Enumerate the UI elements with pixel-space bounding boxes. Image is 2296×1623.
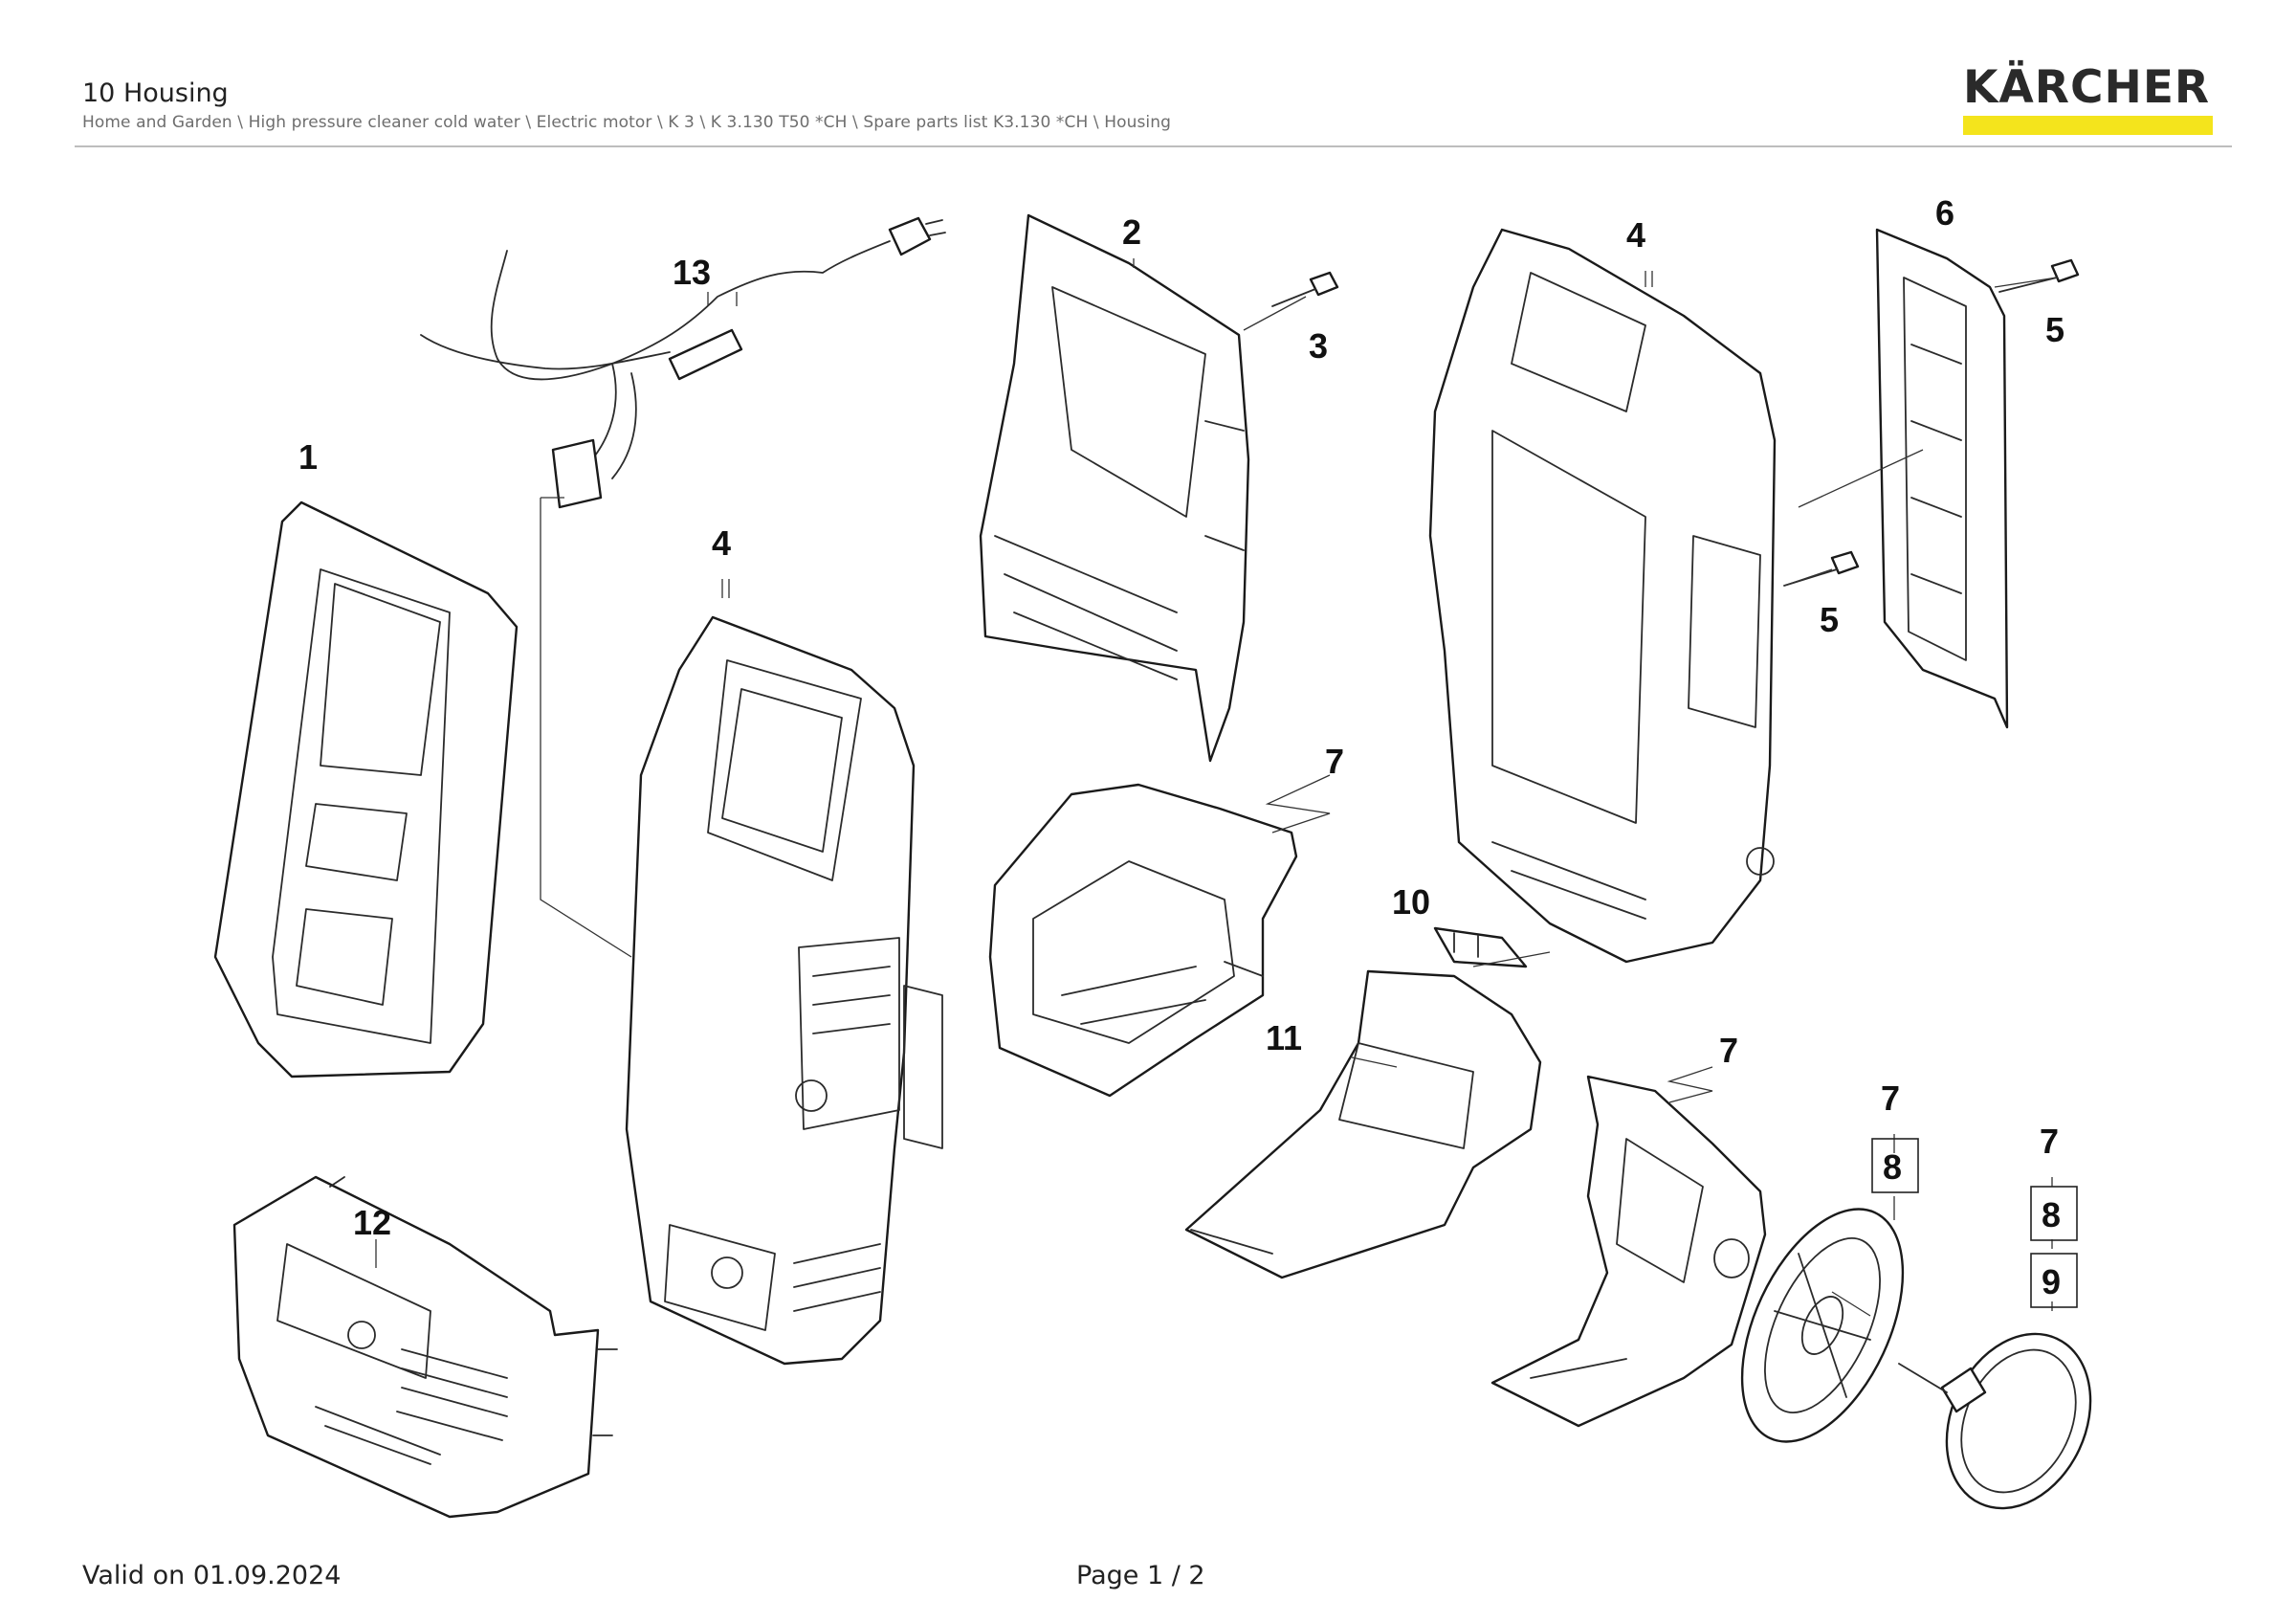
part-7-axle-housing[interactable] [1490, 1075, 1767, 1428]
part-1-front-cover[interactable] [213, 500, 519, 1078]
part-8-wheel[interactable] [1710, 1185, 1936, 1467]
part-9-hub-cap[interactable] [1898, 1310, 2118, 1531]
part-6-rear-panel[interactable] [1875, 228, 2009, 729]
callout-6: 6 [1935, 193, 1954, 233]
callout-7-cap: 7 [2040, 1122, 2059, 1161]
box-part-8a [1871, 1138, 1919, 1193]
callout-5-lower: 5 [1820, 600, 1839, 639]
leader-lines [375, 258, 2058, 1317]
callout-10: 10 [1392, 882, 1430, 922]
part-4-housing-rear[interactable] [1428, 228, 1777, 964]
part-2-frame[interactable] [979, 213, 1250, 763]
callout-7-wheel: 7 [1881, 1078, 1900, 1118]
part-10-fitting[interactable] [1433, 926, 1528, 968]
callout-3: 3 [1309, 326, 1328, 366]
page-number: Page 1 / 2 [1076, 1561, 1205, 1590]
karcher-logo: KÄRCHER [1963, 61, 2211, 114]
callout-5-upper: 5 [2045, 310, 2064, 349]
header-divider [75, 145, 2232, 147]
callout-13: 13 [673, 253, 711, 292]
part-5-screw-upper[interactable] [1998, 258, 2080, 293]
callout-12: 12 [353, 1203, 391, 1242]
part-11-storage-tray[interactable] [1184, 969, 1542, 1279]
part-12-base-grille[interactable] [232, 1175, 618, 1519]
page-title: 10 Housing [82, 78, 229, 108]
part-3-screw[interactable] [1271, 271, 1339, 307]
part-7-motor-bracket[interactable] [988, 783, 1298, 1098]
callout-7-axle: 7 [1719, 1031, 1738, 1070]
callout-4-front: 4 [712, 523, 731, 563]
callout-8-wheel: 8 [1883, 1147, 1902, 1187]
part-4-housing-front[interactable] [625, 615, 943, 1366]
callout-9: 9 [2042, 1262, 2061, 1301]
breadcrumb: Home and Garden \ High pressure cleaner … [82, 113, 1172, 132]
karcher-logo-bar [1963, 116, 2213, 135]
callout-8-cap: 8 [2042, 1195, 2061, 1234]
part-5-screw-lower[interactable] [1783, 550, 1860, 587]
part-13-power-cable[interactable] [420, 216, 946, 509]
callout-7-bracket: 7 [1325, 742, 1344, 781]
callout-1: 1 [298, 437, 318, 477]
callout-2: 2 [1122, 212, 1141, 252]
callout-4-rear: 4 [1626, 215, 1645, 255]
callout-11: 11 [1266, 1018, 1302, 1057]
box-part-8b [2030, 1186, 2078, 1241]
valid-date: Valid on 01.09.2024 [82, 1561, 342, 1590]
box-part-9 [2030, 1253, 2078, 1308]
